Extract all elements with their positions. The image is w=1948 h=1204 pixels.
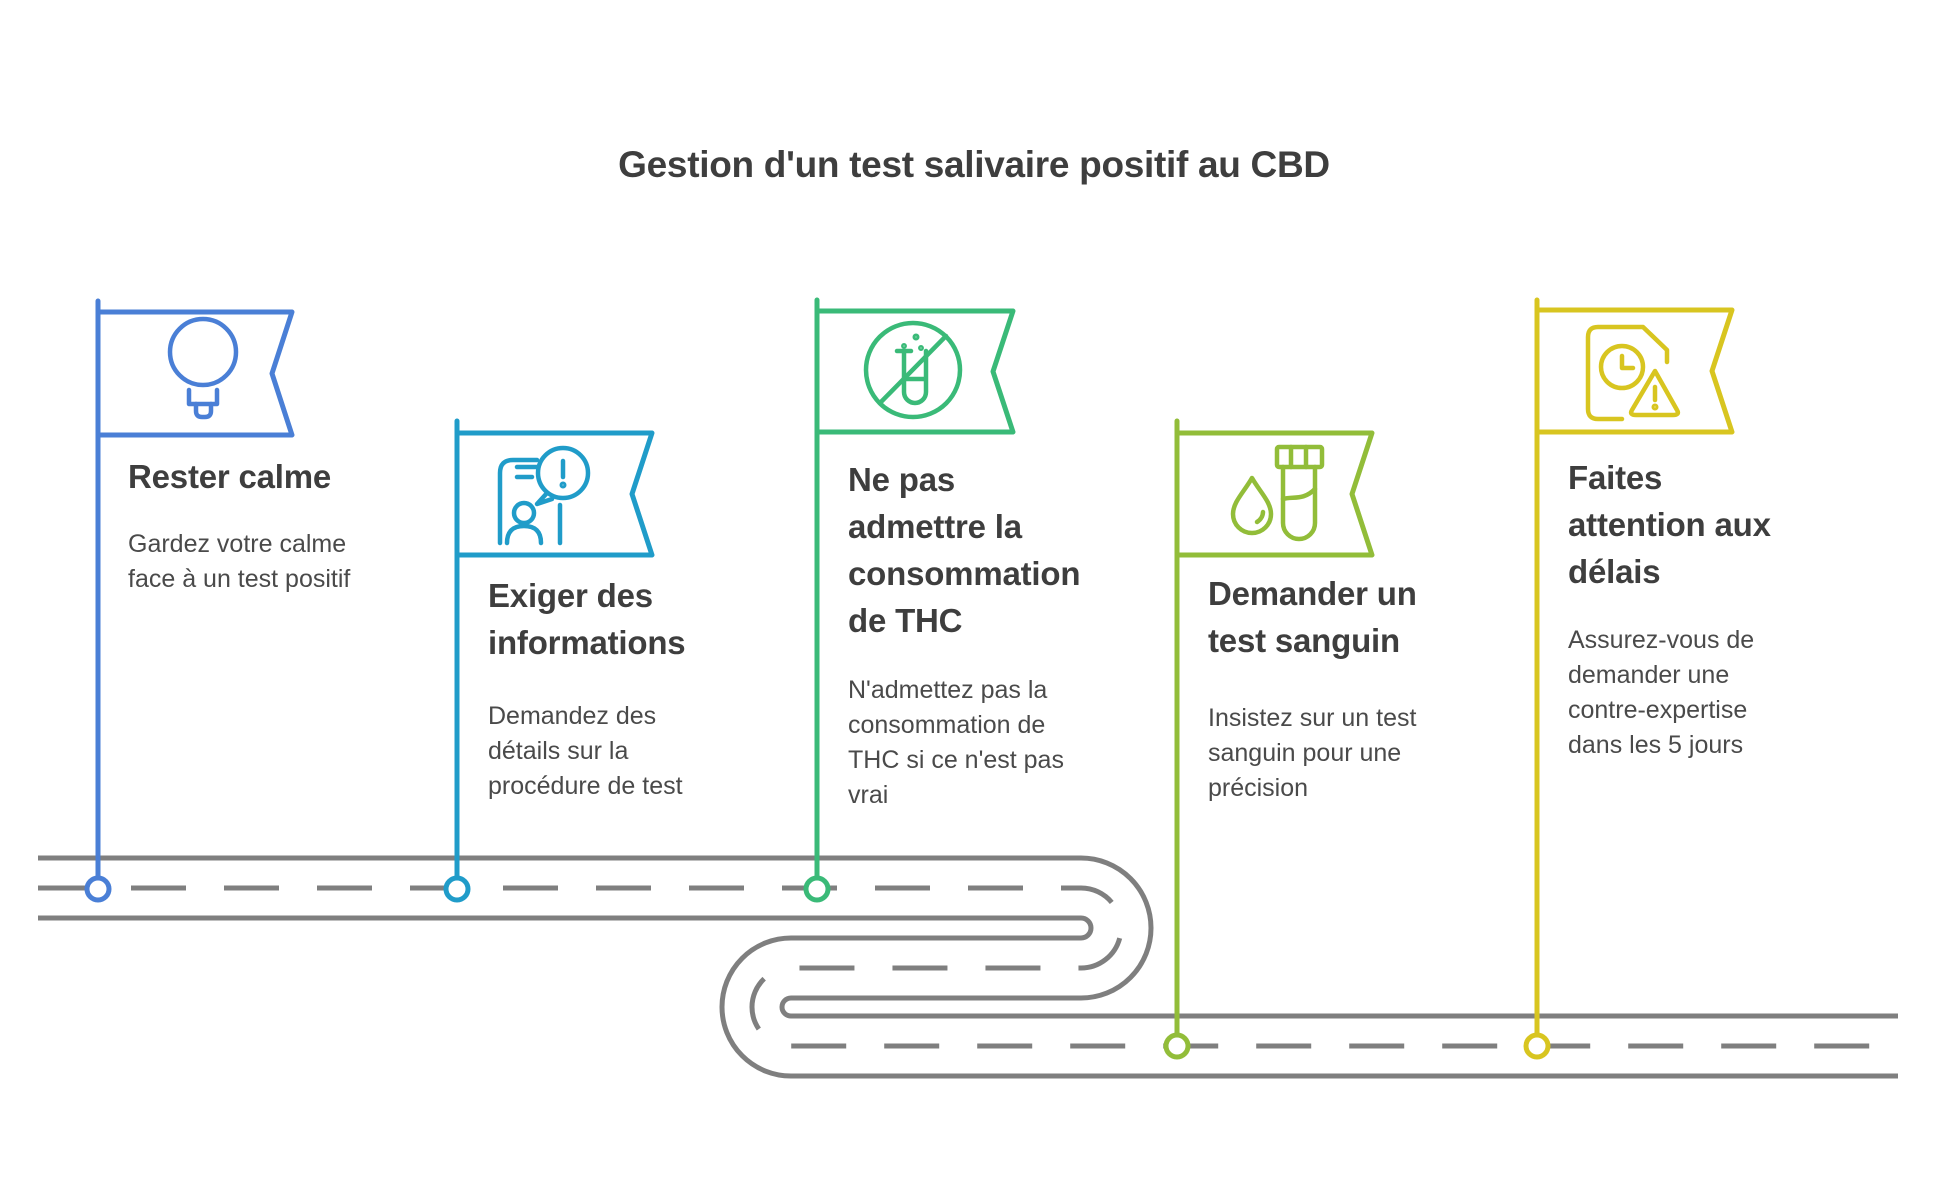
step-5-description: Assurez-vous de demander une contre-expe… <box>1568 626 1755 759</box>
no-test-tube-icon <box>863 320 963 420</box>
step-5-road-dot <box>1523 1032 1551 1060</box>
step-3-flag-banner <box>814 308 1016 435</box>
step-1-marker <box>84 298 295 903</box>
step-2-marker <box>443 418 655 903</box>
person-speech-bubble-icon <box>497 445 591 546</box>
step-5-description-block: Assurez-vous de demander une contre-expe… <box>1568 623 1878 763</box>
step-2-description: Demandez des détails sur la procédure de… <box>488 702 683 800</box>
road <box>38 855 1898 1079</box>
document-clock-warning-icon <box>1585 324 1681 422</box>
step-3-title: Ne pas admettre la consommation de THC <box>848 461 1081 639</box>
step-5-marker <box>1523 297 1735 1060</box>
step-1-road-dot <box>84 875 112 903</box>
step-1-description-block: Gardez votre calme face à un test positi… <box>128 527 438 597</box>
step-4-road-dot <box>1163 1032 1191 1060</box>
lightbulb-icon <box>167 316 239 420</box>
step-3-road-dot <box>803 875 831 903</box>
step-5-text: Faites attention aux délais <box>1568 454 1878 595</box>
step-3-marker <box>803 297 1016 903</box>
step-4-description-block: Insistez sur un test sanguin pour une pr… <box>1208 701 1518 806</box>
step-2-title: Exiger des informations <box>488 577 686 661</box>
road-edge-inner <box>38 915 1898 1079</box>
step-4-description: Insistez sur un test sanguin pour une pr… <box>1208 704 1417 802</box>
road-center-dashed-line <box>38 885 1898 1049</box>
step-1-flag-banner <box>95 309 295 438</box>
step-4-text: Demander un test sanguin <box>1208 570 1518 664</box>
step-3-description: N'admettez pas la consommation de THC si… <box>848 676 1064 809</box>
step-3-text: Ne pas admettre la consommation de THC <box>848 456 1158 644</box>
road-edge-outer <box>38 855 1898 1019</box>
step-5-title: Faites attention aux délais <box>1568 459 1771 590</box>
step-1-title: Rester calme <box>128 458 332 495</box>
step-4-title: Demander un test sanguin <box>1208 575 1417 659</box>
step-4-flag-banner <box>1174 430 1375 558</box>
step-3-description-block: N'admettez pas la consommation de THC si… <box>848 673 1158 813</box>
page-title: Gestion d'un test salivaire positif au C… <box>618 144 1330 185</box>
step-1-text: Rester calme <box>128 453 438 500</box>
step-2-road-dot <box>443 875 471 903</box>
step-4-marker <box>1163 418 1375 1060</box>
blood-drop-vial-icon <box>1230 444 1325 542</box>
step-2-text: Exiger des informations <box>488 572 798 666</box>
step-1-description: Gardez votre calme face à un test positi… <box>128 530 351 593</box>
step-2-description-block: Demandez des détails sur la procédure de… <box>488 699 798 804</box>
